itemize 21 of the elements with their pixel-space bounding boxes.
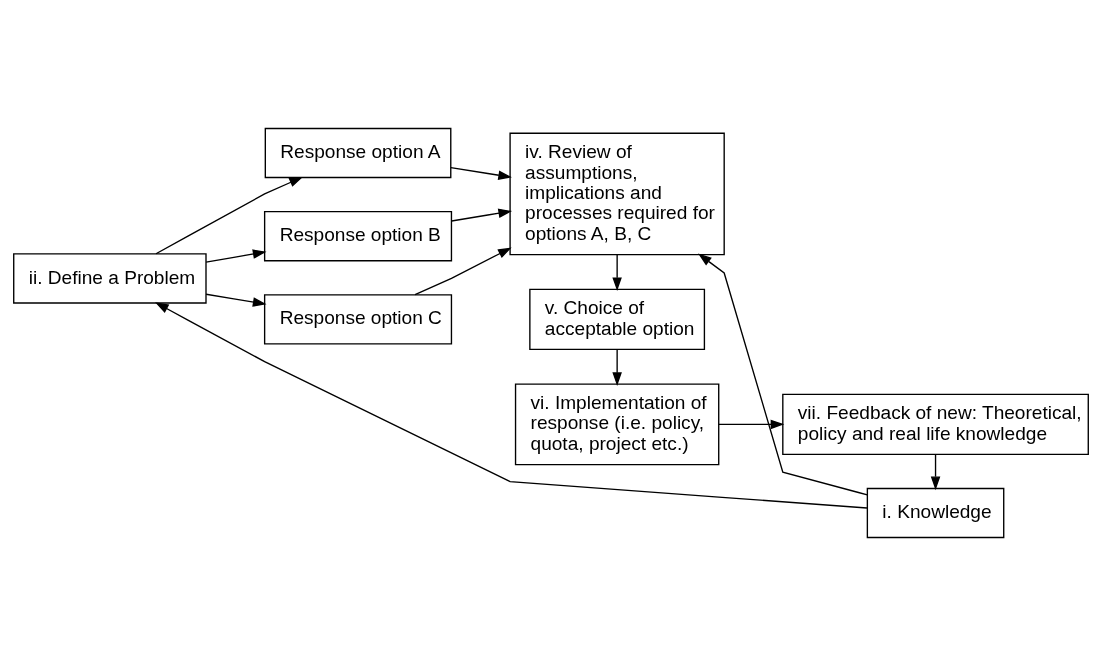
node-box: vi. Implementation of response (i.e. policy, quota, project etc.)	[514, 383, 720, 466]
node-box: ii. Define a Problem	[13, 253, 207, 304]
arrow	[930, 453, 941, 491]
node-box: Response option B	[263, 210, 453, 262]
node-box: Response option A	[264, 127, 452, 179]
arrow	[155, 302, 868, 509]
node-box: Response option C	[263, 294, 453, 345]
node-box: i. Knowledge	[866, 487, 1005, 539]
arrow	[155, 176, 303, 255]
arrow	[718, 419, 785, 430]
arrow	[698, 253, 869, 496]
arrow	[450, 166, 512, 180]
arrow	[450, 208, 513, 222]
arrow	[414, 247, 512, 296]
arrow	[205, 249, 267, 263]
arrow	[205, 293, 267, 307]
node-box: vii. Feedback of new: Theoretical, policy and real life knowledge	[782, 393, 1089, 456]
node-box: iv. Review of assumptions, implications and processes required for options A, B, C	[509, 132, 725, 256]
arrow	[612, 254, 622, 292]
node-box: v. Choice of acceptable option	[529, 288, 706, 351]
arrow	[612, 348, 622, 386]
